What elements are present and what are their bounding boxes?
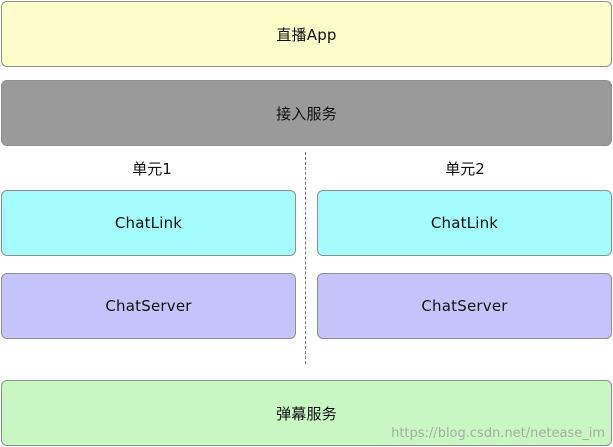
live-app-label: 直播App [276,25,337,44]
unit-divider [305,152,306,364]
unit-2-title: 单元2 [445,160,485,178]
unit-2-chatserver-box: ChatServer [317,273,612,339]
access-service-label: 接入服务 [276,104,337,123]
danmaku-service-box: 弹幕服务 [1,380,612,446]
unit-1-title: 单元1 [132,160,172,178]
access-service-box: 接入服务 [1,80,612,146]
unit-1-chatserver-box: ChatServer [1,273,296,339]
live-app-box: 直播App [1,1,612,67]
unit-1-chatserver-label: ChatServer [105,297,192,315]
danmaku-service-label: 弹幕服务 [276,404,337,423]
unit-1-chatlink-label: ChatLink [114,214,183,232]
watermark-text: https://blog.csdn.net/netease_im [391,426,605,441]
unit-2-chatlink-box: ChatLink [317,190,612,256]
unit-2-chatserver-label: ChatServer [421,297,508,315]
unit-1-chatlink-box: ChatLink [1,190,296,256]
unit-2-chatlink-label: ChatLink [430,214,499,232]
